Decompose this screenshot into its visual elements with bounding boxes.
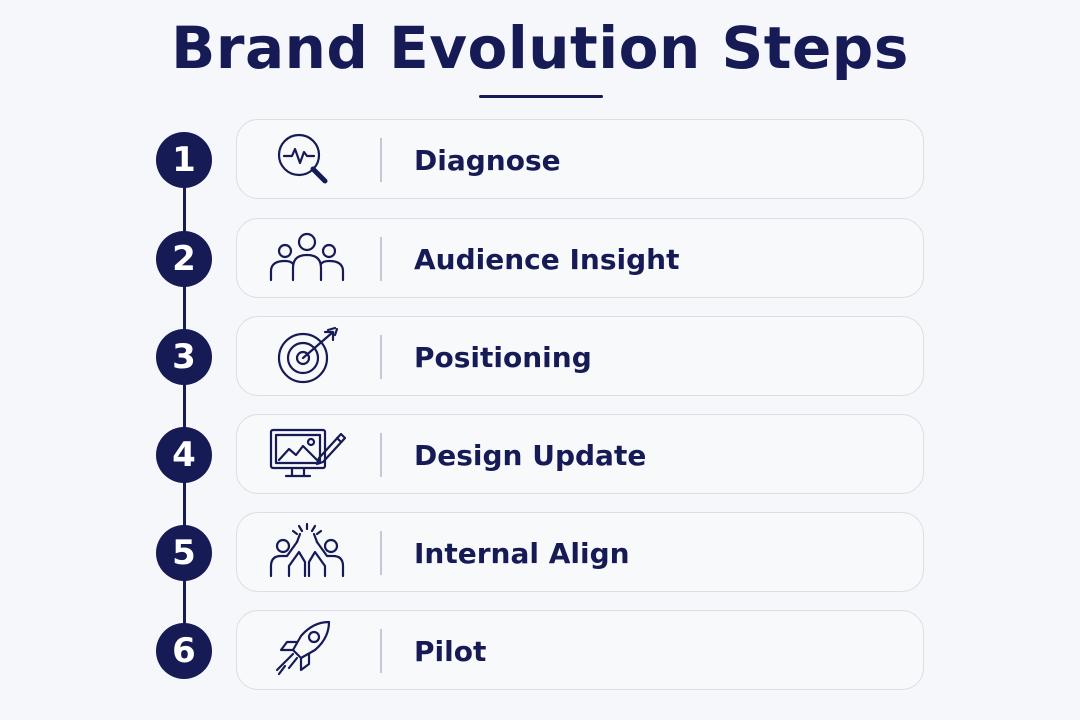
step-6: 6 Pilot xyxy=(0,610,1080,692)
step-number-badge: 1 xyxy=(156,132,212,188)
step-label: Internal Align xyxy=(414,536,630,570)
card-divider xyxy=(380,138,382,182)
step-number-badge: 4 xyxy=(156,427,212,483)
target-arrow-icon xyxy=(267,326,347,386)
step-label: Pilot xyxy=(414,634,487,668)
audience-group-icon xyxy=(267,228,347,288)
card-divider xyxy=(380,433,382,477)
step-card: Diagnose xyxy=(236,119,924,199)
monitor-pen-icon xyxy=(267,424,347,484)
step-number-badge: 5 xyxy=(156,525,212,581)
step-1: 1 Diagnose xyxy=(0,119,1080,201)
step-number-badge: 3 xyxy=(156,329,212,385)
step-3: 3 Positioning xyxy=(0,316,1080,398)
rocket-icon xyxy=(267,620,347,680)
step-card: Pilot xyxy=(236,610,924,690)
step-card: Design Update xyxy=(236,414,924,494)
card-divider xyxy=(380,237,382,281)
step-4: 4 Design Update xyxy=(0,414,1080,496)
step-2: 2 Audience Insight xyxy=(0,218,1080,300)
step-card: Internal Align xyxy=(236,512,924,592)
step-card: Positioning xyxy=(236,316,924,396)
step-number-badge: 2 xyxy=(156,231,212,287)
step-label: Diagnose xyxy=(414,143,561,177)
card-divider xyxy=(380,629,382,673)
step-label: Design Update xyxy=(414,438,647,472)
high-five-icon xyxy=(267,522,347,582)
card-divider xyxy=(380,335,382,379)
step-label: Audience Insight xyxy=(414,242,680,276)
step-number-badge: 6 xyxy=(156,623,212,679)
title-underline xyxy=(479,95,603,98)
card-divider xyxy=(380,531,382,575)
page-title: Brand Evolution Steps xyxy=(171,14,909,82)
magnifier-pulse-icon xyxy=(267,129,347,189)
timeline-connector xyxy=(183,160,186,640)
step-5: 5 Internal Align xyxy=(0,512,1080,594)
step-label: Positioning xyxy=(414,340,592,374)
step-card: Audience Insight xyxy=(236,218,924,298)
